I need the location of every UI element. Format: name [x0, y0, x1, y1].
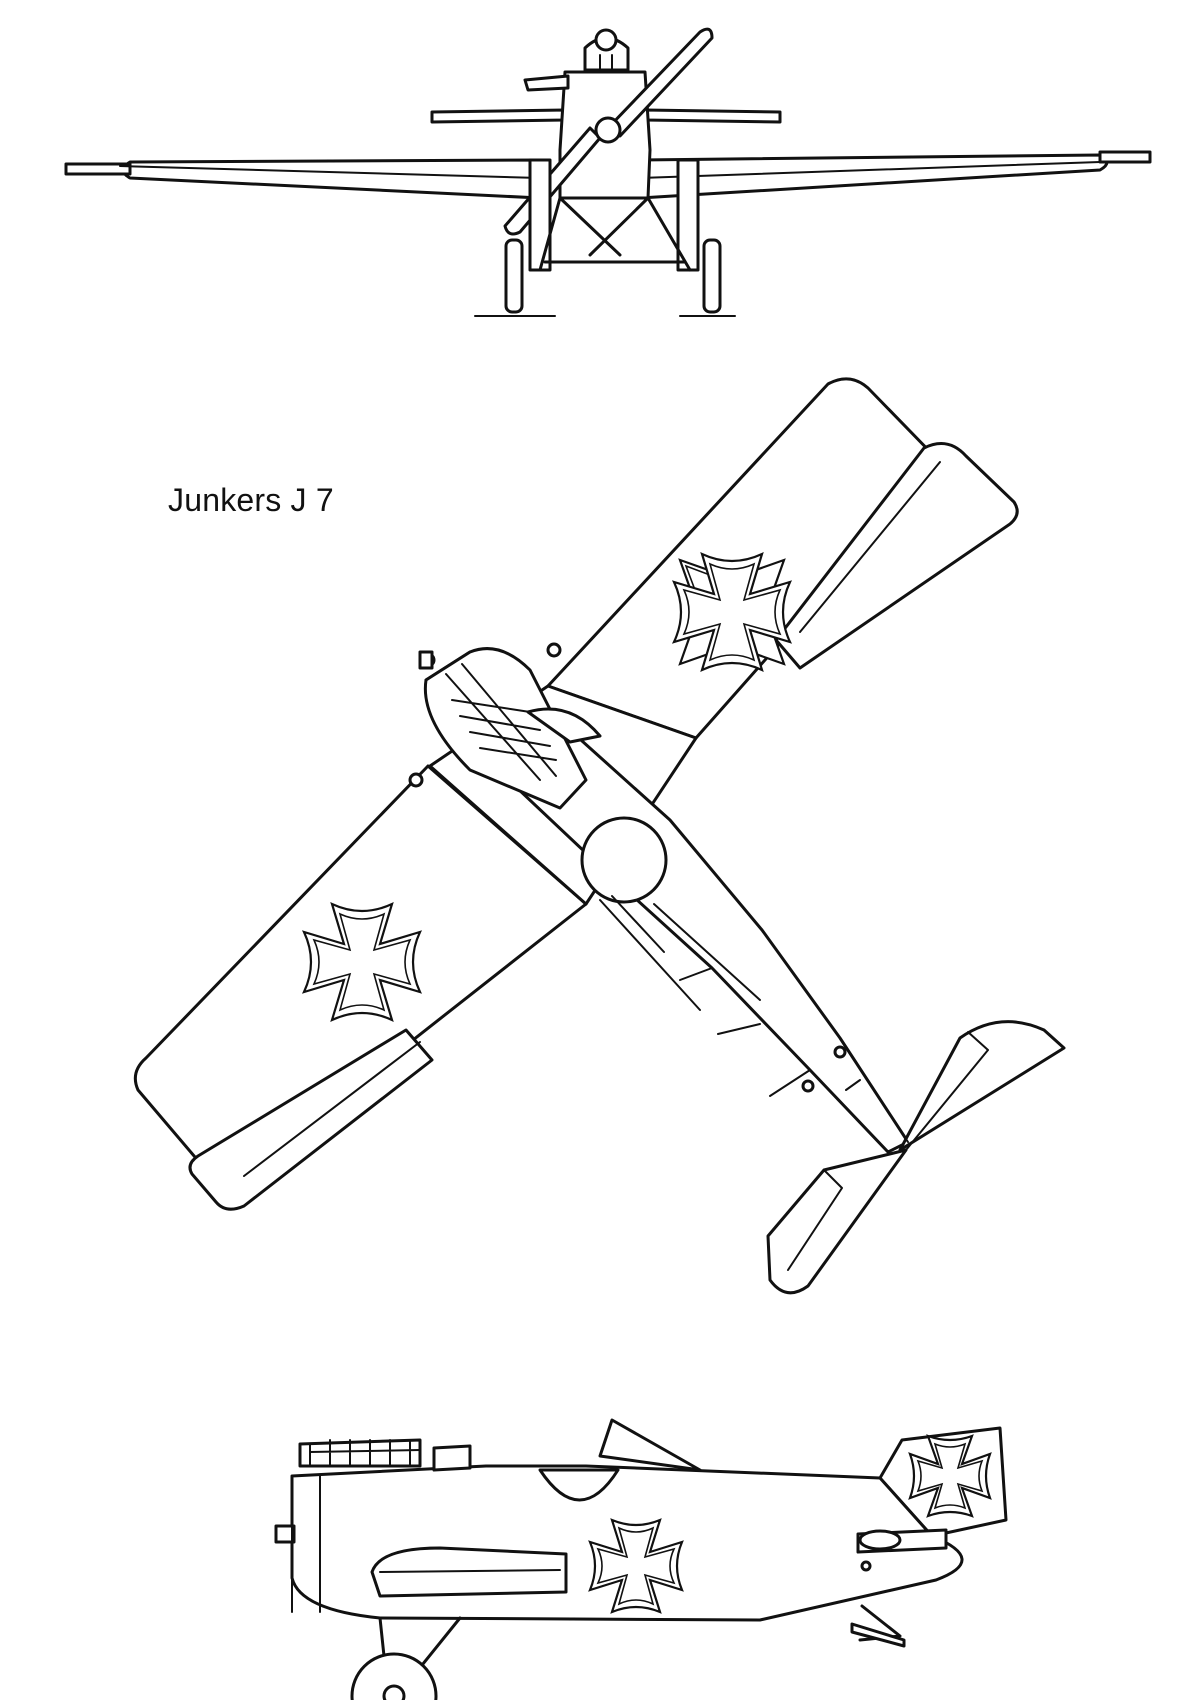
side-insignia-fuselage [588, 1518, 684, 1614]
side-windscreen [598, 1418, 702, 1472]
top-cowling [423, 647, 588, 810]
top-tailplane [898, 1020, 1066, 1152]
side-cockpit [538, 1468, 620, 1502]
top-tail-fitting [833, 1045, 847, 1059]
top-tail-fitting-2 [801, 1079, 815, 1093]
front-main-wing [121, 158, 542, 200]
top-insignia-right [671, 551, 793, 673]
top-exhaust-pipe [418, 650, 434, 670]
top-elevator [766, 1148, 908, 1295]
top-aileron-left [188, 1028, 434, 1211]
front-wheel-left [504, 238, 524, 314]
aircraft-title: Junkers J 7 [168, 482, 334, 518]
top-strut-fitting-right [546, 642, 562, 658]
side-wheel-hub [382, 1684, 406, 1700]
side-engine-block [298, 1438, 422, 1468]
side-tail-fitting [860, 1560, 872, 1572]
side-engine-cylinders [309, 1439, 421, 1467]
side-view [274, 1418, 1008, 1700]
top-engine-cylinders [445, 663, 557, 781]
front-tailplane [430, 108, 567, 124]
front-tailplane-right [643, 108, 782, 124]
top-strut-fitting [408, 772, 424, 788]
top-aileron-left-hinge [243, 1041, 421, 1177]
front-view [64, 27, 1152, 317]
propeller-hub [594, 116, 622, 144]
front-gear-bracing [538, 196, 692, 272]
top-aileron-right-hinge [799, 461, 941, 633]
top-fuselage-frames [599, 895, 861, 1097]
top-insignia-left [301, 901, 423, 1023]
top-centre-lines [429, 685, 697, 905]
front-wingtip-right [1098, 150, 1152, 164]
side-cockpit-fairing [432, 1444, 472, 1472]
front-strut-left [528, 158, 552, 272]
front-wheel-right [702, 238, 722, 314]
side-insignia-fin [908, 1434, 992, 1518]
front-wingtip-left [64, 162, 132, 176]
front-exhaust [523, 74, 570, 92]
side-propeller-hub [274, 1524, 296, 1544]
top-view [133, 377, 1066, 1295]
front-wing-line-right [639, 161, 1101, 179]
side-tail-hinge [858, 1529, 902, 1551]
side-wheel [350, 1652, 438, 1700]
front-engine-top [594, 28, 618, 52]
top-cockpit [580, 816, 668, 904]
top-rudder-line [839, 1037, 909, 1143]
front-wing-line [119, 165, 541, 179]
side-tailskid-shoe [850, 1622, 906, 1648]
side-wing-line [379, 1569, 561, 1573]
top-aileron-right [774, 442, 1019, 670]
top-tail-hinges [787, 1031, 989, 1271]
top-wing-right [546, 377, 942, 740]
propeller-blade-upper [606, 27, 714, 138]
front-strut-right [676, 158, 700, 272]
top-windscreen [526, 707, 602, 744]
